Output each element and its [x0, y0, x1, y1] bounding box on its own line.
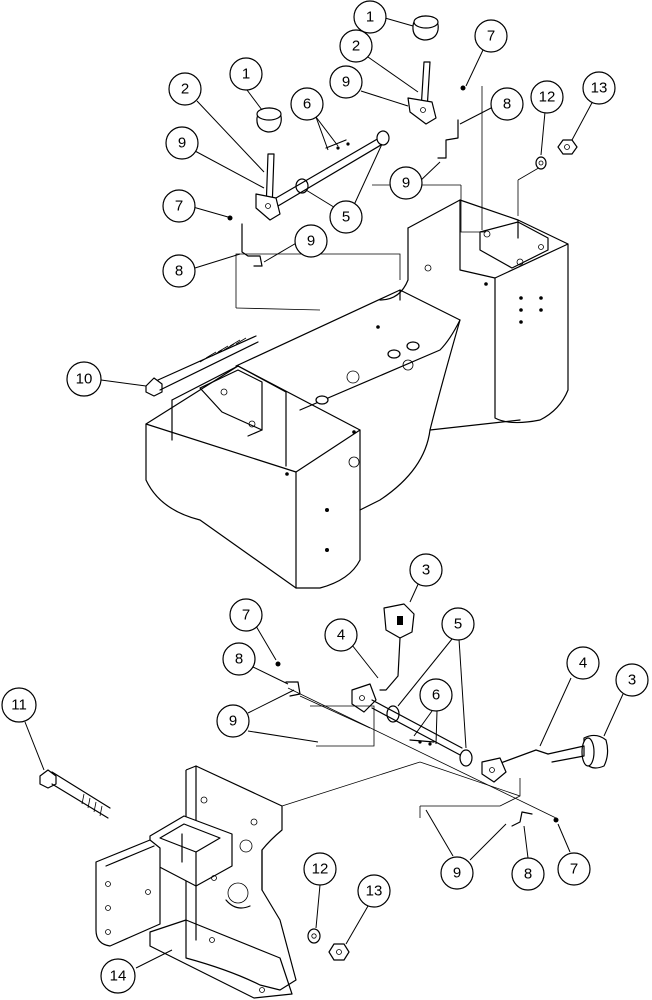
callout-9-lower-right: 9 — [440, 856, 474, 890]
callout-9-upper-left-a: 9 — [165, 126, 199, 160]
callout-12-upper: 12 — [530, 80, 564, 114]
callout-14: 14 — [100, 958, 136, 994]
svg-text:2: 2 — [181, 81, 189, 98]
long-bolt — [145, 335, 259, 397]
svg-text:12: 12 — [312, 861, 329, 878]
callout-9-upper-right-b: 9 — [389, 166, 423, 200]
svg-text:3: 3 — [628, 672, 636, 689]
svg-text:8: 8 — [503, 96, 511, 113]
svg-text:5: 5 — [454, 616, 462, 633]
callout-8-lower-right: 8 — [511, 857, 545, 891]
lower-nut — [328, 943, 350, 961]
upper-assembly-guide-lines — [235, 86, 543, 311]
callout-8-upper-left: 8 — [162, 254, 196, 288]
lower-mount-bracket — [95, 765, 297, 999]
svg-text:3: 3 — [422, 562, 430, 579]
svg-text:8: 8 — [235, 651, 243, 668]
svg-text:8: 8 — [524, 866, 532, 883]
svg-text:11: 11 — [11, 697, 27, 714]
callout-2-upper-left: 2 — [168, 72, 202, 106]
upper-washer — [535, 156, 547, 170]
svg-text:9: 9 — [342, 74, 350, 91]
svg-text:9: 9 — [402, 175, 410, 192]
svg-text:7: 7 — [570, 861, 578, 878]
callout-13-lower: 13 — [357, 874, 391, 908]
callout-7-lower-right: 7 — [557, 852, 591, 886]
callout-4-lower-left: 4 — [324, 618, 358, 652]
callout-8-upper-right: 8 — [490, 87, 524, 121]
svg-text:13: 13 — [366, 883, 383, 900]
upper-right-lever — [325, 15, 466, 159]
console-housing — [145, 199, 569, 589]
callout-9-upper-right-a: 9 — [329, 65, 363, 99]
callout-7-upper-left: 7 — [162, 189, 196, 223]
callout-9-upper-left-b: 9 — [294, 224, 328, 258]
callout-2-upper-right: 2 — [339, 29, 373, 63]
lower-washer — [307, 928, 321, 944]
svg-text:1: 1 — [366, 9, 374, 26]
callout-6-lower: 6 — [419, 678, 453, 712]
svg-text:1: 1 — [242, 66, 250, 83]
callout-12-lower: 12 — [303, 852, 337, 886]
callout-7-upper-right: 7 — [474, 19, 508, 53]
callout-5-lower: 5 — [441, 607, 475, 641]
callout-4-lower-right: 4 — [566, 646, 600, 680]
svg-text:8: 8 — [175, 263, 183, 280]
callout-9-lower-left: 9 — [216, 704, 250, 738]
svg-text:10: 10 — [76, 371, 93, 388]
svg-text:9: 9 — [178, 135, 186, 152]
svg-text:6: 6 — [303, 96, 311, 113]
lower-guide-lines — [281, 687, 557, 819]
svg-text:14: 14 — [110, 968, 127, 985]
lower-right-lever — [409, 734, 609, 827]
lower-bolt — [39, 769, 111, 819]
svg-text:9: 9 — [307, 233, 315, 250]
upper-left-lever — [227, 107, 387, 267]
svg-text:13: 13 — [591, 80, 608, 97]
callout-1-upper-right: 1 — [353, 0, 387, 34]
svg-text:7: 7 — [487, 28, 495, 45]
upper-nut — [557, 139, 578, 155]
svg-text:12: 12 — [539, 89, 556, 106]
svg-text:7: 7 — [175, 198, 183, 215]
lower-left-lever — [275, 603, 463, 757]
callout-3-lower-right: 3 — [615, 663, 649, 697]
callout-1-upper-left: 1 — [229, 57, 263, 91]
leader-lines — [24, 17, 624, 969]
callout-3-lower-left: 3 — [409, 553, 443, 587]
svg-text:9: 9 — [229, 713, 237, 730]
callout-11: 11 — [1, 687, 37, 723]
svg-text:7: 7 — [242, 607, 250, 624]
callout-13-upper: 13 — [582, 71, 616, 105]
callout-6-upper: 6 — [290, 87, 324, 121]
callout-8-lower-left: 8 — [222, 642, 256, 676]
callout-10: 10 — [66, 361, 102, 397]
svg-text:2: 2 — [352, 38, 360, 55]
svg-text:5: 5 — [342, 209, 350, 226]
callout-5-upper: 5 — [329, 200, 363, 234]
svg-text:6: 6 — [432, 687, 440, 704]
svg-text:4: 4 — [579, 655, 587, 672]
svg-text:4: 4 — [337, 627, 345, 644]
svg-text:9: 9 — [453, 865, 461, 882]
callout-7-lower-left: 7 — [229, 598, 263, 632]
